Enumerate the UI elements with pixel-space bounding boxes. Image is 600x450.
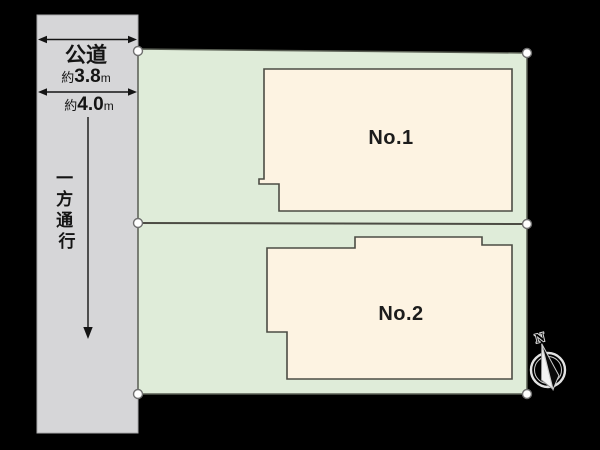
corner-marker-top-left xyxy=(132,45,144,57)
measure-bottom-prefix: 約 xyxy=(64,98,77,113)
one-way-char-2: 方 xyxy=(56,189,73,209)
one-way-char-4: 行 xyxy=(58,231,76,251)
measure-bottom-value: 4.0 xyxy=(77,94,103,115)
lot2-building xyxy=(266,236,513,380)
corner-marker-mid-left xyxy=(132,217,144,229)
lot-divider xyxy=(137,222,528,225)
lot1-building xyxy=(258,68,513,212)
measure-top-unit: m xyxy=(101,71,111,85)
corner-marker-mid-right xyxy=(521,218,533,230)
compass-needle-right xyxy=(541,343,560,391)
one-way-char-3: 通 xyxy=(56,211,73,230)
road-width-top-label: 約3.8m xyxy=(61,66,110,87)
measure-top-prefix: 約 xyxy=(61,70,74,85)
one-way-char-1: 一 xyxy=(56,169,73,188)
lot1-label: No.1 xyxy=(368,127,413,149)
compass-ring-outer xyxy=(529,351,567,389)
corner-marker-bottom-left xyxy=(132,388,144,400)
road-label: 公道 xyxy=(65,43,107,67)
measure-bottom-unit: m xyxy=(104,99,114,113)
corner-marker-bottom-right xyxy=(521,388,533,400)
road-width-arrow-bottom xyxy=(38,88,137,96)
measure-top-value: 3.8 xyxy=(74,66,100,87)
one-way-arrow xyxy=(83,117,93,339)
compass-needle xyxy=(540,343,560,391)
road-width-arrow-top xyxy=(38,35,137,44)
corner-marker-top-right xyxy=(521,47,533,59)
lot2-label: No.2 xyxy=(378,303,423,325)
road-width-bottom-label: 約4.0m xyxy=(64,94,113,115)
one-way-label: 一 方 通 行 xyxy=(56,169,78,251)
